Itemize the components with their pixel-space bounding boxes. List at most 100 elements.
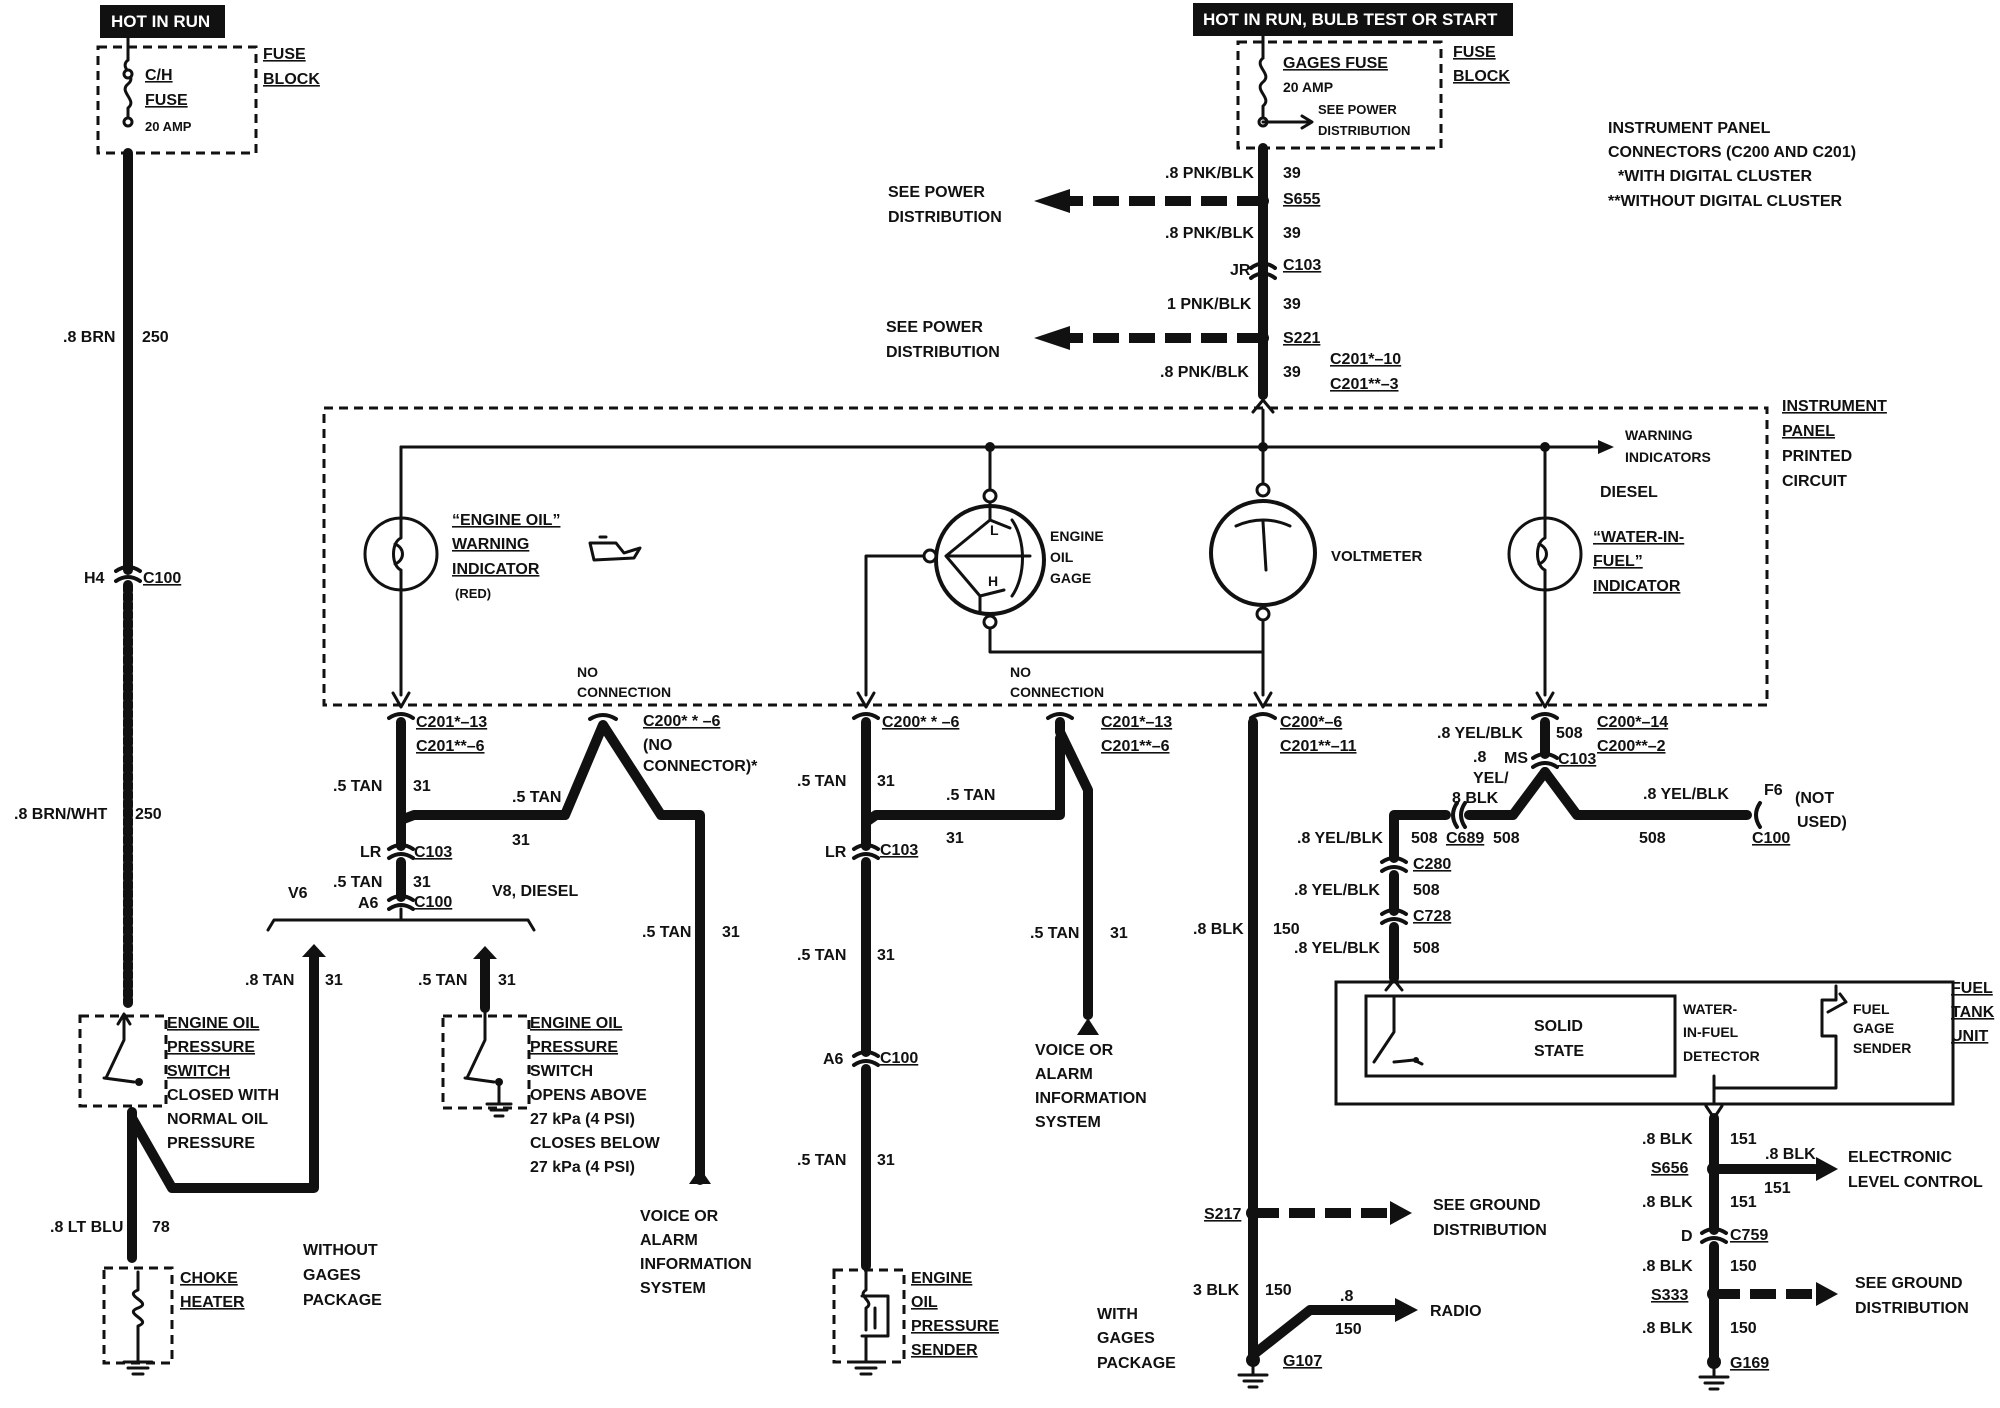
c280-connector xyxy=(1380,856,1408,873)
fuel-sender-label-2: GAGE xyxy=(1853,1020,1894,1036)
c280-label: C280 xyxy=(1413,856,1451,873)
see-power-1b: DISTRIBUTION xyxy=(888,209,1002,226)
voltmeter-label: VOLTMETER xyxy=(1331,548,1423,565)
see-power-1a: SEE POWER xyxy=(888,184,985,201)
panel-bus-arrow xyxy=(1598,440,1614,454)
panel-label-3: PRINTED xyxy=(1782,448,1852,465)
wire-31-label-f: .5 TAN xyxy=(642,924,691,941)
right-hot-header: HOT IN RUN, BULB TEST OR START xyxy=(1203,10,1498,29)
c201-13b-label-2: C201**–6 xyxy=(1101,738,1170,755)
c201-13b-connector xyxy=(1046,712,1074,720)
gages-fuse-block-1: FUSE xyxy=(1453,44,1496,61)
c201-power-2: C201**–3 xyxy=(1330,376,1399,393)
c200-6-nc-label: C200* * –6 xyxy=(643,713,720,730)
wire-31-circuit-a: 31 xyxy=(413,778,431,795)
choke-heater-coil xyxy=(131,1270,145,1364)
solid-state-2: STATE xyxy=(1534,1043,1584,1060)
sender-label-1: ENGINE xyxy=(911,1270,973,1287)
mid-c103-lr-cavity: LR xyxy=(825,844,847,861)
wif-indicator-filament xyxy=(1536,508,1548,604)
va-left-1: VOICE OR xyxy=(640,1208,719,1225)
left-switch-contact xyxy=(135,1078,143,1086)
panel-label-1: INSTRUMENT xyxy=(1782,398,1887,415)
va-left-4: SYSTEM xyxy=(640,1280,706,1297)
wire-151-label-2: .8 BLK xyxy=(1642,1194,1693,1211)
wire-31-circuit-c: 31 xyxy=(413,874,431,891)
v8-switch-label-2: PRESSURE xyxy=(530,1039,618,1056)
wif-indicator-arrow xyxy=(1535,691,1555,709)
splice-s221-label: S221 xyxy=(1283,330,1320,347)
wire-39-circuit-3: 39 xyxy=(1283,296,1301,313)
c100-h4-cavity: H4 xyxy=(84,570,105,587)
c201-power-1: C201*–10 xyxy=(1330,351,1401,368)
oil-gage-coils xyxy=(944,500,1032,614)
splice-s217-label: S217 xyxy=(1204,1206,1241,1223)
wire-508-circuit-1: 508 xyxy=(1556,725,1583,742)
oil-can-icon xyxy=(588,535,642,562)
wire-508-label-3: .8 YEL/BLK xyxy=(1294,882,1380,899)
tank-internal-ground xyxy=(1712,1042,1838,1090)
c200-volt-connector xyxy=(1249,712,1277,720)
see-power-2b: DISTRIBUTION xyxy=(886,344,1000,361)
c103-jr-connector xyxy=(1249,261,1277,280)
radio-wire-label: .8 xyxy=(1340,1288,1353,1305)
c103-lr-connector xyxy=(387,843,415,860)
c728-label: C728 xyxy=(1413,908,1451,925)
instrument-panel-printed-circuit xyxy=(322,406,1769,707)
yb-label-2: YEL/ xyxy=(1473,770,1509,787)
left-fuse-block-1: FUSE xyxy=(263,46,306,63)
c100-a6-cavity: A6 xyxy=(358,895,379,912)
elc-wire-circuit: 151 xyxy=(1764,1180,1791,1197)
left-fuse-terminal-top xyxy=(122,68,134,80)
legend-line-3: *WITH DIGITAL CLUSTER xyxy=(1618,168,1813,185)
panel-label-4: CIRCUIT xyxy=(1782,473,1847,490)
gages-fuse-rating: 20 AMP xyxy=(1283,79,1333,95)
c759-label: C759 xyxy=(1730,1227,1768,1244)
engine-oil-indicator-arrow xyxy=(391,691,411,709)
mid-wire-circuit-3: 31 xyxy=(877,947,895,964)
c100-a6-connector xyxy=(387,894,415,911)
s217-branch-arrow xyxy=(1390,1201,1412,1225)
c689-circuit-a: 508 xyxy=(1411,830,1438,847)
mid-wire-label-5: .5 TAN xyxy=(1030,925,1079,942)
c201-13-label-1: C201*–13 xyxy=(416,714,487,731)
diesel-label: DIESEL xyxy=(1600,484,1658,501)
right-hot-header-bg xyxy=(1193,3,1513,36)
oil-gage-h: H xyxy=(988,573,998,589)
c728-connector xyxy=(1380,908,1408,925)
voltmeter-terminal-top xyxy=(1255,482,1271,498)
c200-14-label-2: C200**–2 xyxy=(1597,738,1666,755)
c100-h4-connector xyxy=(114,565,142,583)
splice-s655-label: S655 xyxy=(1283,191,1320,208)
engine-oil-indicator-label-1: “ENGINE OIL” xyxy=(452,512,560,529)
no-connection-2a: NO xyxy=(1010,664,1031,680)
v6-label: V6 xyxy=(288,885,308,902)
wire-39-label-2: .8 PNK/BLK xyxy=(1165,225,1254,242)
gages-fuse-block-2: BLOCK xyxy=(1453,68,1510,85)
solid-state-1: SOLID xyxy=(1534,1018,1583,1035)
yb-label-1: .8 xyxy=(1473,749,1486,766)
without-gages-1: WITHOUT xyxy=(303,1242,378,1259)
wire-508-circuit-2: 508 xyxy=(1413,882,1440,899)
wire-150-circuit-4: 150 xyxy=(1730,1320,1757,1337)
v8-switch-ground xyxy=(485,1084,513,1118)
wire-151-label-1: .8 BLK xyxy=(1642,1131,1693,1148)
wire-78-label: .8 LT BLU xyxy=(50,1219,123,1236)
wire-31-tan-left-switch xyxy=(127,950,319,1193)
v8-switch-contacts xyxy=(463,1006,496,1084)
v8-switch-label-6: CLOSES BELOW xyxy=(530,1135,661,1152)
sender-label-3: PRESSURE xyxy=(911,1318,999,1335)
wire-31-label-d: .8 TAN xyxy=(245,972,294,989)
oil-gage-label-2: OIL xyxy=(1050,549,1074,565)
mid-wire-label-2: .5 TAN xyxy=(946,787,995,804)
no-connector-1: (NO xyxy=(643,737,672,754)
warning-indicators-2: INDICATORS xyxy=(1625,449,1711,465)
oil-gage-sender-lead xyxy=(864,554,926,697)
wire-508-label-2: .8 YEL/BLK xyxy=(1297,830,1383,847)
wire-f6-label: .8 YEL/BLK xyxy=(1643,786,1729,803)
mid-wire-label-3: .5 TAN xyxy=(797,947,846,964)
with-gages-2: GAGES xyxy=(1097,1330,1155,1347)
no-connection-1a: NO xyxy=(577,664,598,680)
fuel-sender-label-3: SENDER xyxy=(1853,1040,1911,1056)
voltmeter-arrow xyxy=(1253,691,1273,709)
